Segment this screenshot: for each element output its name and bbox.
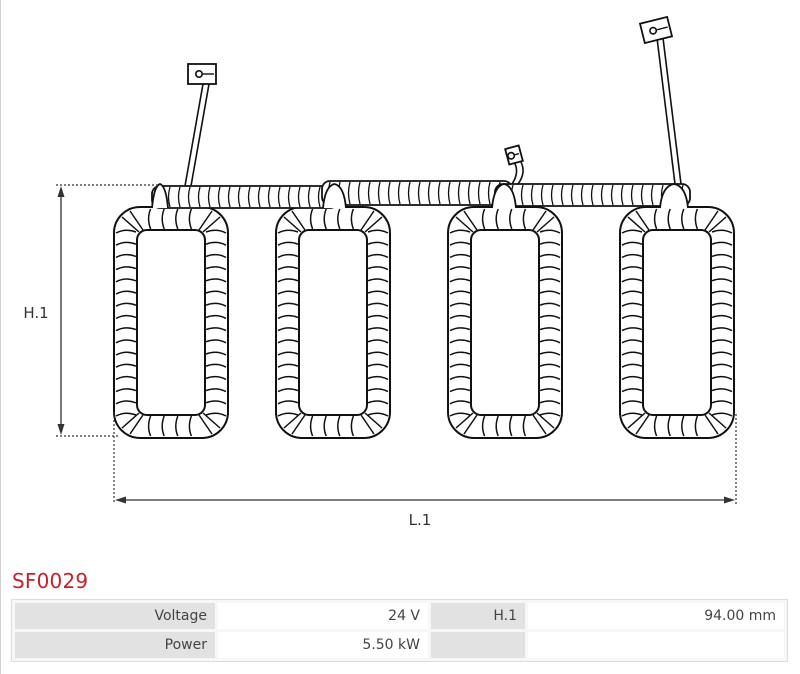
terminal-lug-left bbox=[187, 63, 217, 85]
coil-3 bbox=[447, 206, 563, 439]
spec-label: Voltage bbox=[15, 603, 215, 629]
field-coils bbox=[113, 206, 735, 439]
table-row: Voltage 24 V H.1 94.00 mm bbox=[15, 603, 784, 629]
bridge-drop-2 bbox=[322, 183, 347, 209]
spec-label: Power bbox=[15, 632, 215, 658]
terminal-lead-left bbox=[184, 83, 210, 187]
spec-value: 94.00 mm bbox=[528, 603, 784, 629]
coil-4 bbox=[619, 206, 735, 439]
spec-label-empty bbox=[431, 632, 525, 658]
spec-value: 24 V bbox=[218, 603, 428, 629]
specifications-table: Voltage 24 V H.1 94.00 mm Power 5.50 kW bbox=[11, 599, 788, 662]
coil-2 bbox=[275, 206, 391, 439]
bridge-drop-4 bbox=[659, 183, 689, 209]
h1-label: H.1 bbox=[23, 304, 48, 322]
spec-value: 5.50 kW bbox=[218, 632, 428, 658]
bridge-left bbox=[151, 185, 339, 209]
part-number: SF0029 bbox=[12, 569, 89, 593]
spec-value-empty bbox=[528, 632, 784, 658]
l1-arrow-right bbox=[724, 496, 735, 504]
connection-bridge bbox=[151, 180, 691, 209]
h1-arrow-up bbox=[57, 186, 65, 197]
terminal-lug-middle bbox=[504, 144, 524, 166]
l1-label: L.1 bbox=[409, 511, 432, 529]
spec-label: H.1 bbox=[431, 603, 525, 629]
coil-1 bbox=[113, 206, 229, 439]
bridge-middle bbox=[321, 180, 513, 206]
bridge-drop-3 bbox=[491, 183, 517, 209]
dimension-lines: H.1 L.1 bbox=[23, 184, 737, 529]
terminal-lead-right bbox=[656, 37, 682, 185]
l1-arrow-left bbox=[115, 496, 126, 504]
table-row: Power 5.50 kW bbox=[15, 632, 784, 658]
h1-arrow-down bbox=[57, 424, 65, 435]
page-left-border bbox=[0, 0, 1, 674]
terminal-leads bbox=[184, 15, 682, 187]
terminal-lug-right bbox=[638, 15, 674, 45]
stator-coil-diagram: H.1 L.1 bbox=[23, 15, 737, 529]
bridge-drop-1 bbox=[151, 183, 169, 209]
